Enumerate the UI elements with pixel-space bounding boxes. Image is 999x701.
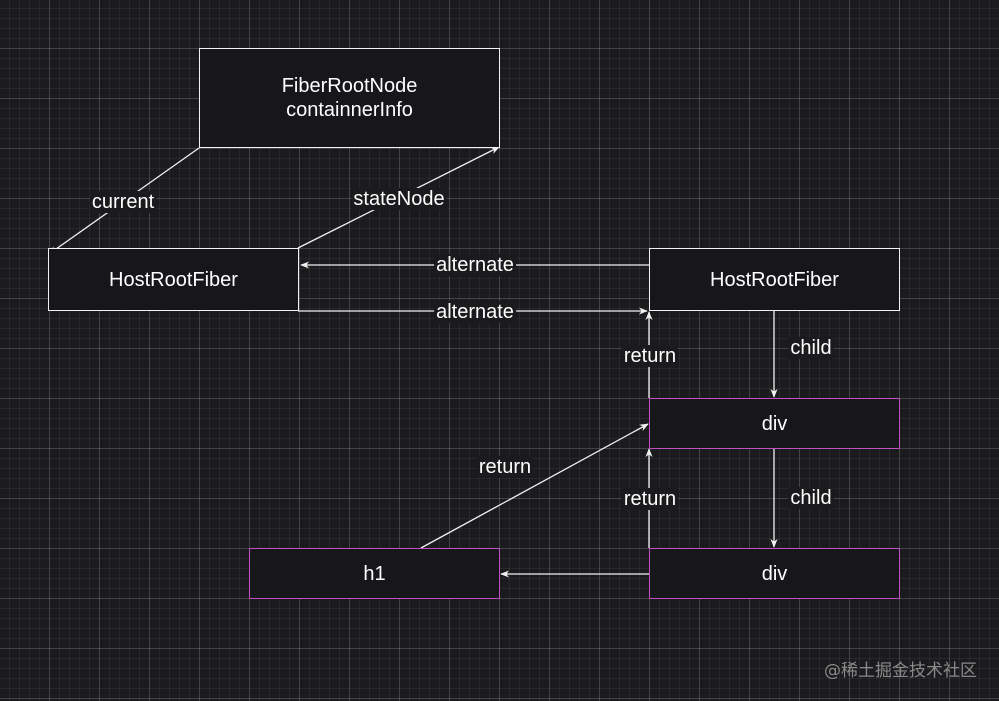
host-root-fiber-wip-label: HostRootFiber: [710, 268, 839, 291]
edge-return-h1: [420, 423, 649, 549]
h1-node: h1: [249, 548, 500, 599]
edge-label-child-1: child: [788, 337, 834, 359]
h1-node-label: h1: [363, 562, 386, 585]
fiber-root-node: FiberRootNode containnerInfo: [199, 48, 500, 148]
edge-label-alternate-bottom: alternate: [434, 301, 516, 323]
edge-label-return-div-inner: return: [621, 488, 679, 510]
edge-label-current: current: [89, 191, 157, 213]
host-root-fiber-current-label: HostRootFiber: [109, 268, 238, 291]
edge-label-state-node: stateNode: [351, 188, 447, 210]
edge-label-return-h1: return: [476, 456, 534, 478]
div-node-inner-label: div: [761, 562, 788, 585]
div-node-outer-label: div: [761, 412, 788, 435]
fiber-root-node-subtitle: containnerInfo: [286, 99, 413, 121]
edge-label-child-2: child: [788, 487, 834, 509]
watermark: @稀土掘金技术社区: [824, 661, 977, 681]
host-root-fiber-current: HostRootFiber: [48, 248, 299, 311]
div-node-inner: div: [649, 548, 900, 599]
edge-label-return-div-outer: return: [621, 345, 679, 367]
div-node-outer: div: [649, 398, 900, 449]
fiber-root-node-title: FiberRootNode: [281, 75, 418, 97]
edge-label-alternate-top: alternate: [434, 254, 516, 276]
host-root-fiber-wip: HostRootFiber: [649, 248, 900, 311]
